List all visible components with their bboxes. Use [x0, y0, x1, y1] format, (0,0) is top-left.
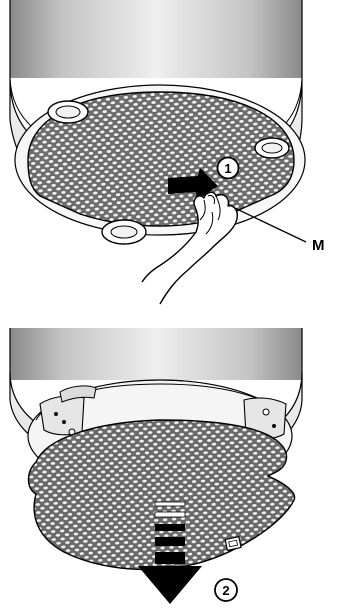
- bottom-cylinder-body: [10, 328, 302, 380]
- top-mount-clip-right: [255, 138, 289, 158]
- step-1-callout: 1: [218, 158, 239, 179]
- top-illustration: 1 M: [10, 0, 325, 304]
- step-2-number: 2: [222, 583, 229, 598]
- label-m: M: [312, 237, 325, 254]
- top-cylinder-body: [10, 0, 302, 78]
- top-mount-clip-left: [48, 101, 88, 123]
- step-2-callout: 2: [215, 579, 237, 601]
- top-mount-clip-bottom: [102, 220, 146, 244]
- bottom-filter-disc: [29, 420, 295, 570]
- step-1-number: 1: [224, 161, 231, 176]
- filter-mark: [225, 537, 241, 551]
- bottom-illustration: 2: [10, 328, 302, 604]
